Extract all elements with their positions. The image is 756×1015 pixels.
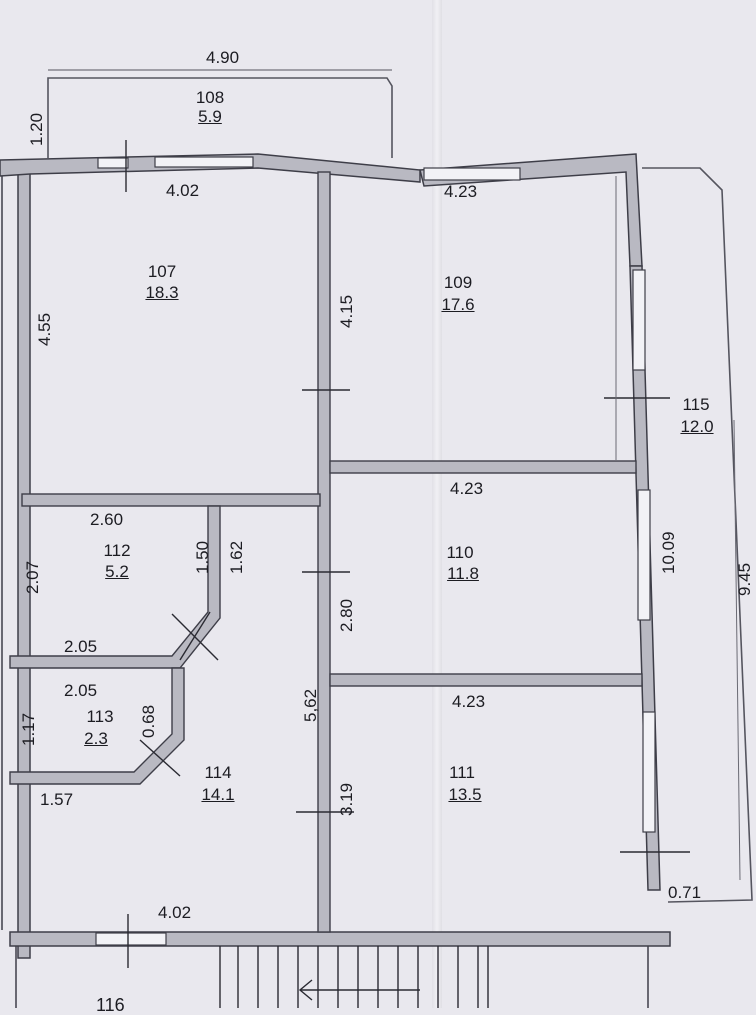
dim-114-bottom: 4.02 <box>158 903 192 922</box>
room-110-number: 110 <box>446 543 474 562</box>
window-top-109 <box>423 167 521 181</box>
wall-107-bottom <box>21 493 321 507</box>
room-108-area: 5.9 <box>198 107 222 126</box>
dim-109-height: 4.15 <box>337 294 356 328</box>
window-top-107 <box>154 156 254 168</box>
room-112-walls <box>9 505 221 669</box>
dim-corridor-width: 1.62 <box>227 540 246 574</box>
balcony-outline <box>47 77 393 158</box>
dim-110-height: 2.80 <box>337 598 356 632</box>
dim-113-width: 2.05 <box>64 681 98 700</box>
dim-115-length: 10.09 <box>659 531 678 574</box>
room-113-area: 2.3 <box>84 729 108 748</box>
room-114-number: 114 <box>204 763 232 782</box>
room-115-number: 115 <box>682 395 710 414</box>
room-107-area: 18.3 <box>145 283 179 302</box>
staircase <box>219 946 489 1008</box>
dim-111-width: 4.23 <box>452 692 486 711</box>
room-108-number: 108 <box>195 88 225 107</box>
dim-111-height: 3.19 <box>337 782 356 816</box>
room-112-number: 112 <box>103 541 131 560</box>
dim-107-height: 4.55 <box>35 312 54 346</box>
room-115-area: 12.0 <box>680 417 714 436</box>
dim-110-width: 4.23 <box>450 479 484 498</box>
window-right-110 <box>637 489 651 621</box>
dim-114-height: 5,62 <box>301 688 320 722</box>
room-116-number: 116 <box>96 995 125 1015</box>
dim-114-top-left: 1.57 <box>40 790 74 809</box>
room-114-area: 14.1 <box>201 785 235 804</box>
dim-balcony-depth: 1.20 <box>27 112 46 146</box>
room-107-number: 107 <box>147 262 177 281</box>
wall-109-110 <box>329 460 637 474</box>
dimension-lines <box>615 176 741 881</box>
dim-balcony-width: 4.90 <box>206 48 240 67</box>
window-top-107b <box>97 157 129 169</box>
dim-113-height-right: 0.68 <box>139 704 158 738</box>
dim-outer-length: 9.45 <box>735 562 754 596</box>
room-112-area: 5.2 <box>105 562 129 581</box>
dim-112-height-right: 1.50 <box>193 540 212 574</box>
wall-110-111 <box>329 673 643 687</box>
dim-113-height-left: 1.17 <box>19 712 38 746</box>
window-right-111 <box>642 711 656 833</box>
room-109-number: 109 <box>443 273 473 292</box>
room-113-number: 113 <box>86 707 114 726</box>
room-110-area: 11.8 <box>447 564 479 583</box>
window-bottom-114 <box>95 932 167 946</box>
dim-112-bottom: 2.05 <box>64 637 98 656</box>
window-right-109 <box>632 269 646 371</box>
bottom-wall <box>9 931 671 947</box>
room-113-walls <box>9 667 185 785</box>
wall-107-109 <box>317 171 331 933</box>
dim-107-width: 4.02 <box>166 181 200 200</box>
room-109-area: 17.6 <box>441 295 475 314</box>
dim-112-height-left: 2.07 <box>23 560 42 594</box>
room-111-number: 111 <box>449 763 475 782</box>
door-marks <box>125 140 690 968</box>
dim-112-width: 2.60 <box>90 510 124 529</box>
dim-115-width: 0.71 <box>668 883 702 902</box>
dim-109-width: 4.23 <box>444 182 478 201</box>
room-111-area: 13.5 <box>448 785 482 804</box>
balcony-115-outline <box>642 167 753 903</box>
paper-fold <box>432 0 442 1008</box>
